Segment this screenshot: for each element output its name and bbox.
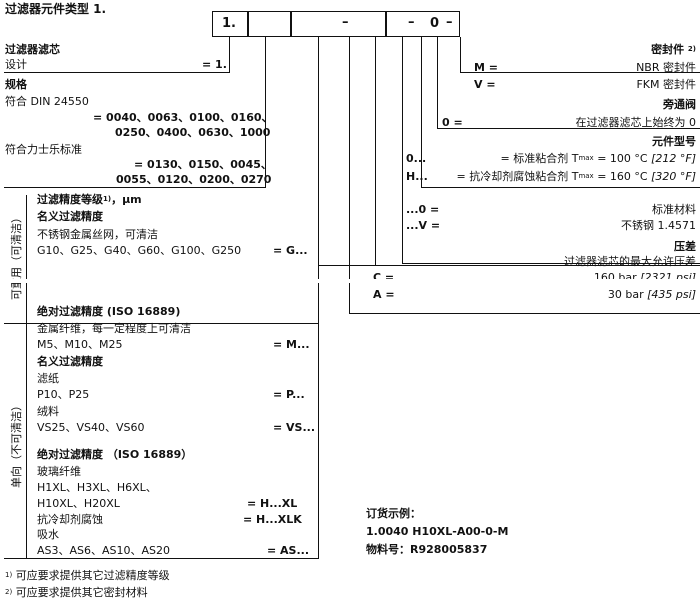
order-example-label: 订货示例： bbox=[366, 507, 421, 520]
dp-desc: 过滤器滤芯的最大允许压差 bbox=[564, 255, 696, 268]
nominal-label-2: 名义过滤精度 bbox=[37, 355, 103, 368]
filter-element-label: 过滤器滤芯 bbox=[5, 43, 60, 56]
reusable-label: 可重用（可清洁） bbox=[10, 212, 23, 300]
as-code: = AS... bbox=[267, 544, 310, 557]
code-box-zero: 0 bbox=[430, 16, 440, 31]
bypass-zero-key: 0 = bbox=[442, 116, 463, 129]
hydac-codes-2: 0055、0120、0200、0270 bbox=[116, 173, 272, 186]
seal-m-key: M = bbox=[474, 61, 498, 74]
paper-label: 滤纸 bbox=[37, 372, 59, 385]
din-codes-1: = 0040、0063、0100、0160、 bbox=[93, 111, 273, 124]
design-label: 设计 bbox=[5, 58, 27, 71]
fleece-label: 绒料 bbox=[37, 405, 59, 418]
element-o-key: 0... bbox=[406, 152, 427, 165]
hydac-codes-1: = 0130、0150、0045、 bbox=[134, 158, 272, 171]
material-ss: 不锈钢 1.4571 bbox=[621, 219, 696, 232]
bypass-label: 旁通阀 bbox=[663, 98, 696, 111]
p-code: = P... bbox=[273, 388, 305, 401]
h-code: = H...XL bbox=[247, 497, 298, 510]
vs-list: VS25、VS40、VS60 bbox=[37, 421, 145, 434]
glass-label: 玻璃纤维 bbox=[37, 465, 81, 478]
part-number: 物料号：R928005837 bbox=[366, 543, 488, 556]
material-v-key: ...V = bbox=[406, 219, 441, 232]
absolute-label-2: 绝对过滤精度 （ISO 16889） bbox=[37, 448, 193, 461]
order-code: 1.0040 H10XL-A00-0-M bbox=[366, 525, 509, 538]
din-label: 符合 DIN 24550 bbox=[5, 95, 89, 108]
element-h-key: H... bbox=[406, 170, 428, 183]
m-list: M5、M10、M25 bbox=[37, 338, 123, 351]
footnote-1: 1) 可应要求提供其它过滤精度等级 bbox=[5, 569, 170, 582]
dp-a-key: A = bbox=[373, 288, 395, 301]
footnote-2: 2) 可应要求提供其它密封材料 bbox=[5, 586, 148, 599]
single-use-label: 单向（不可清洁） bbox=[10, 400, 23, 488]
code-box-dash-1: – bbox=[342, 15, 349, 30]
water-label: 吸水 bbox=[37, 528, 59, 541]
design-code: = 1. bbox=[202, 58, 227, 71]
dp-a-val: 30 bar [435 psi] bbox=[607, 288, 696, 301]
dp-label: 压差 bbox=[674, 240, 696, 253]
material-0-key: ...0 = bbox=[406, 203, 440, 216]
element-type-label: 元件型号 bbox=[652, 135, 696, 148]
vs-code: = VS... bbox=[273, 421, 316, 434]
code-box-dash-3: – bbox=[446, 15, 453, 30]
g-code: = G... bbox=[273, 244, 308, 257]
h-list-2: H10XL、H20XL bbox=[37, 497, 120, 510]
coolant-label: 抗冷却剂腐蚀 bbox=[37, 513, 103, 526]
g-list: G10、G25、G40、G60、G100、G250 bbox=[37, 244, 242, 257]
seal-label: 密封件 2) bbox=[651, 43, 696, 56]
m-code: = M... bbox=[273, 338, 310, 351]
seal-v-key: V = bbox=[474, 78, 496, 91]
h-list-1: H1XL、H3XL、H6XL、 bbox=[37, 481, 157, 494]
hk-code: = H...XLK bbox=[243, 513, 302, 526]
grade-title: 过滤精度等级1)，μm bbox=[37, 193, 142, 206]
order-code-box bbox=[212, 11, 460, 37]
page-title: 过滤器元件类型 1. bbox=[5, 2, 107, 16]
bypass-desc: 在过滤器滤芯上始终为 0 bbox=[575, 116, 697, 129]
element-o-desc: = 标准粘合剂 Tmax = 100 °C [212 °F] bbox=[500, 152, 697, 165]
as-list: AS3、AS6、AS10、AS20 bbox=[37, 544, 171, 557]
absolute-label: 绝对过滤精度 (ISO 16889) bbox=[37, 305, 181, 318]
nominal-label: 名义过滤精度 bbox=[37, 210, 103, 223]
seal-fkm: FKM 密封件 bbox=[636, 78, 696, 91]
metal-fiber-label: 金属纤维，每一定程度上可清洁 bbox=[37, 322, 191, 335]
material-label: 标准材料 bbox=[652, 203, 696, 216]
steel-mesh-label: 不锈钢金属丝网，可清洁 bbox=[37, 228, 158, 241]
p-list: P10、P25 bbox=[37, 388, 90, 401]
code-box-dash-2: – bbox=[408, 15, 415, 30]
element-h-desc: = 抗冷却剂腐蚀粘合剂 Tmax = 160 °C [320 °F] bbox=[456, 170, 697, 183]
din-codes-2: 0250、0400、0630、1000 bbox=[115, 126, 271, 139]
scan-artifact bbox=[0, 279, 700, 283]
code-box-1: 1. bbox=[222, 16, 236, 31]
hydac-label: 符合力士乐标准 bbox=[5, 143, 82, 156]
spec-label: 规格 bbox=[5, 78, 27, 91]
seal-nbr: NBR 密封件 bbox=[636, 61, 696, 74]
